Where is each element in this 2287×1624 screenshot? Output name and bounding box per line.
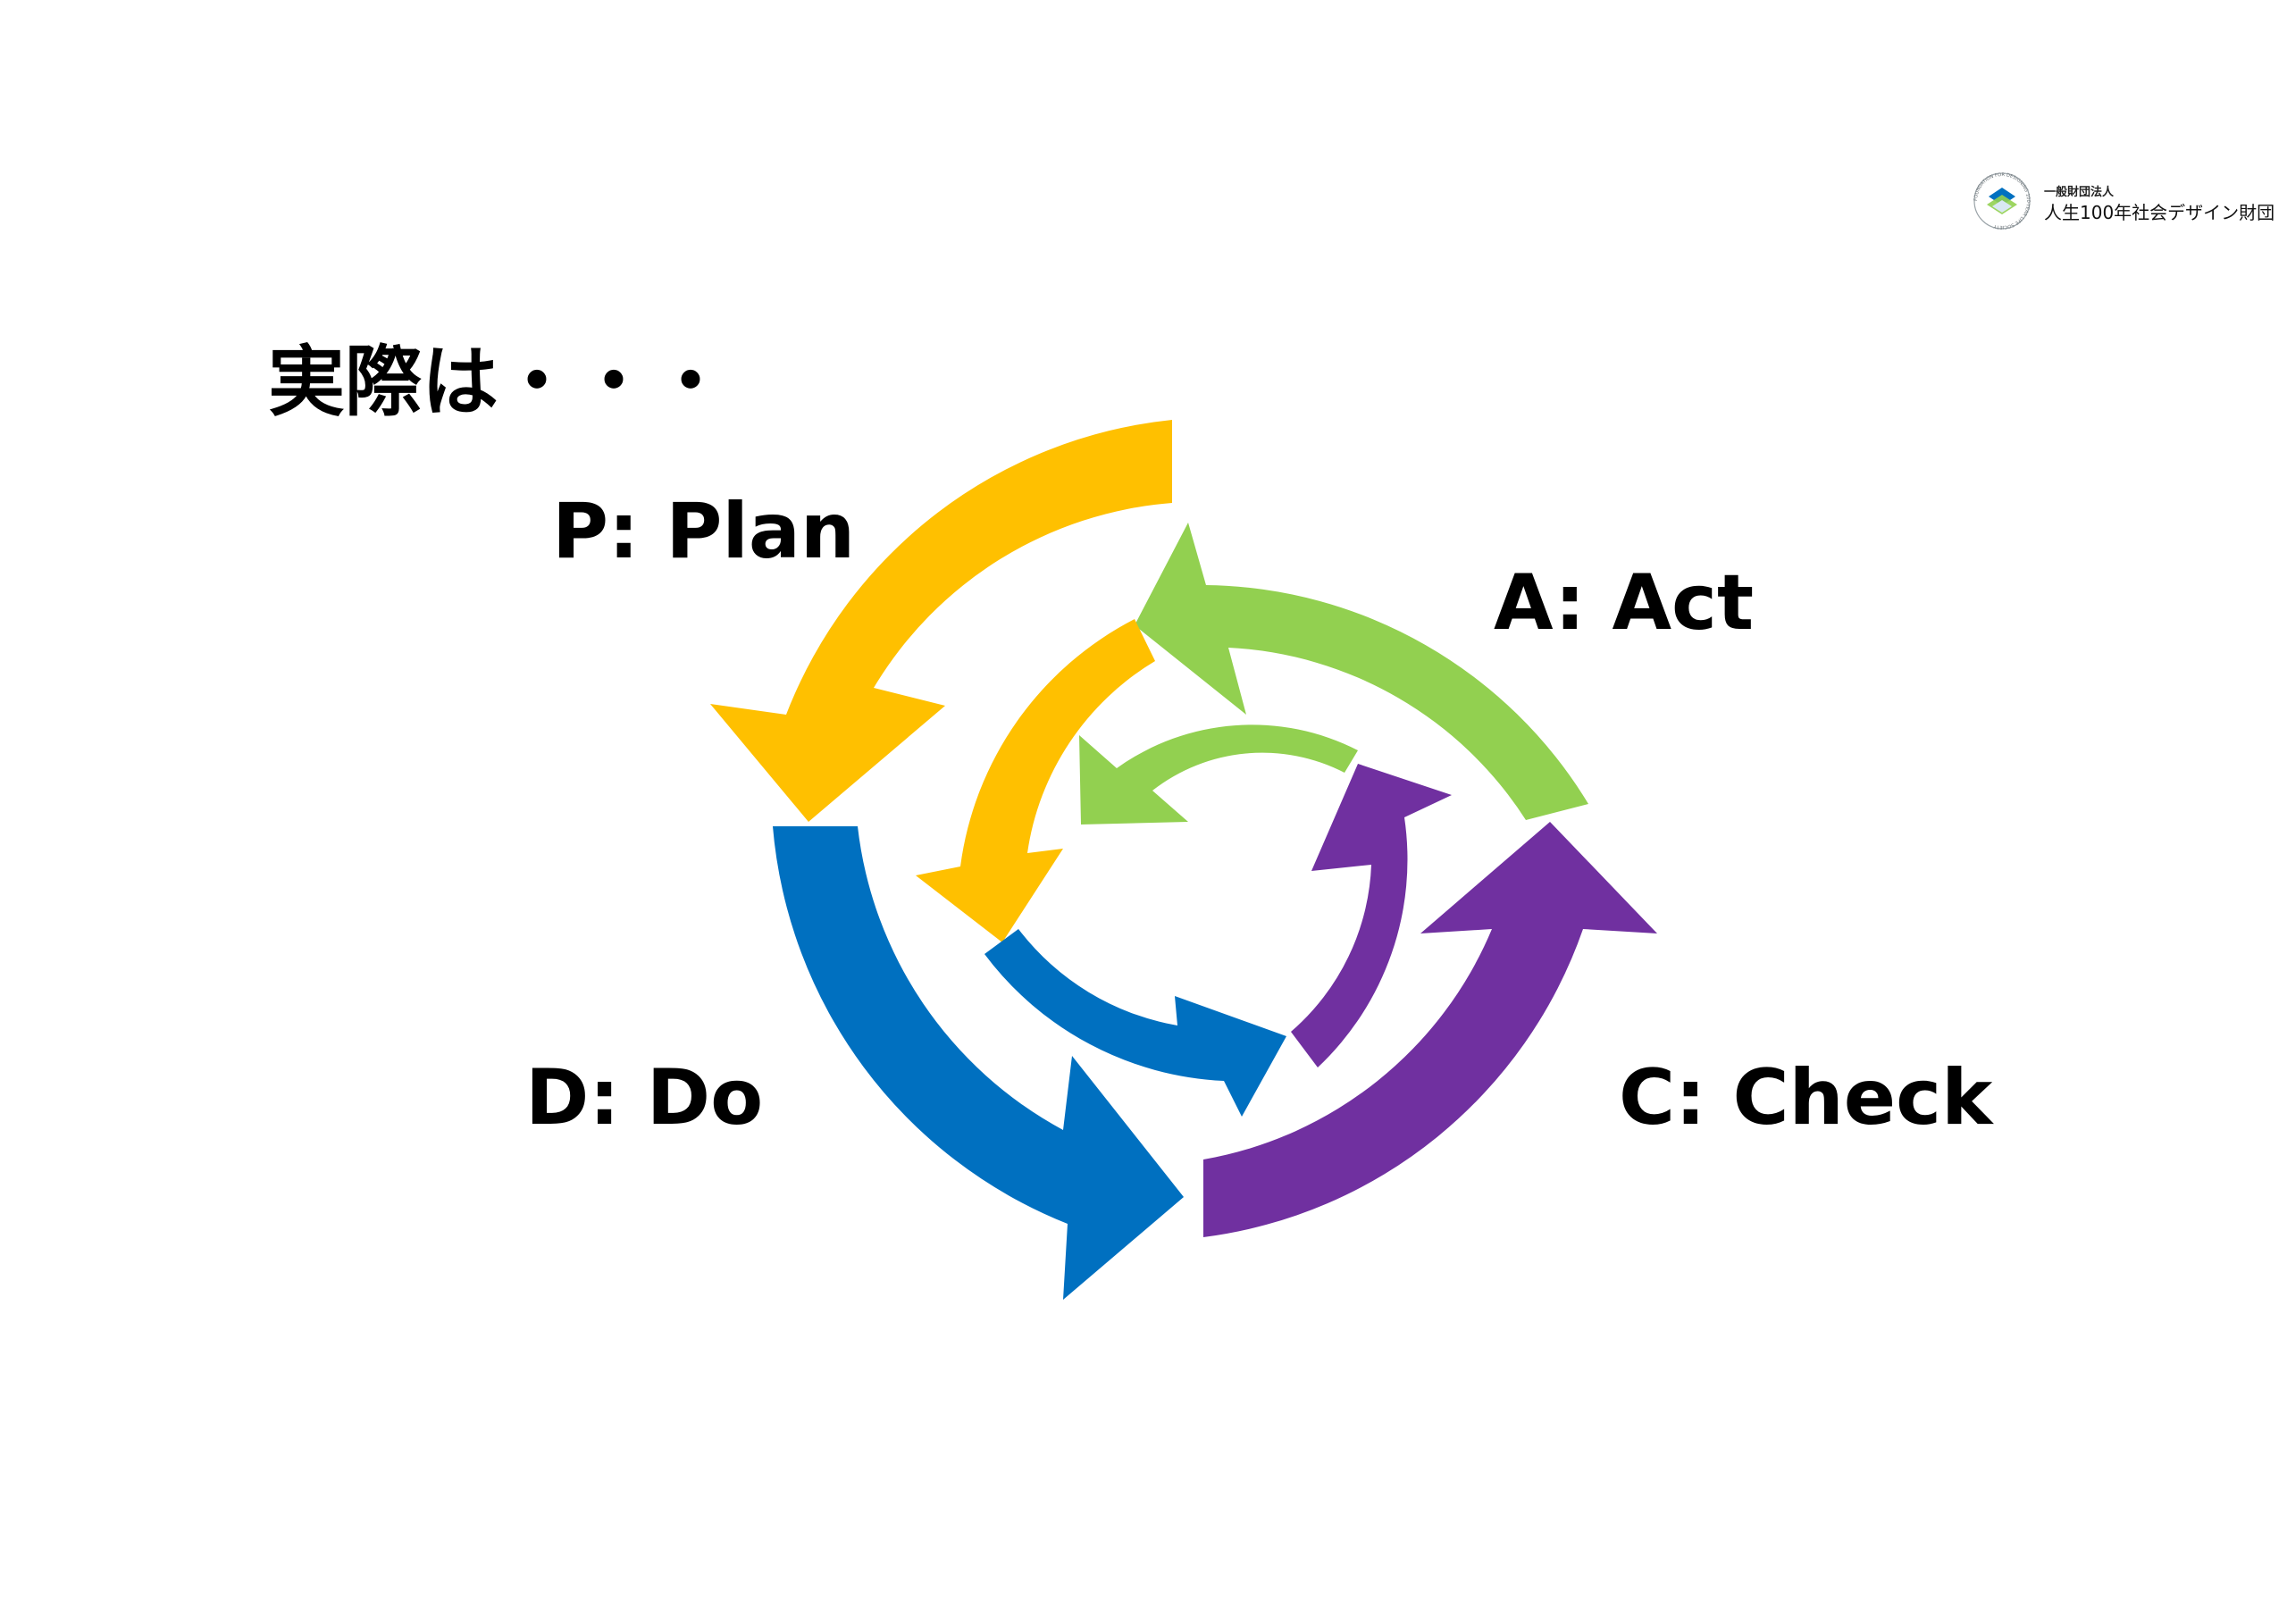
inner-act-arrow xyxy=(1079,724,1358,825)
slide-title: 実際は・・・ xyxy=(268,338,729,427)
inner-plan-arrow xyxy=(916,619,1155,942)
outer-do-arrow xyxy=(773,826,1184,1300)
outer-act-arrow xyxy=(1135,523,1588,820)
logo-name: 人生100年社会デザイン財団 xyxy=(2044,202,2275,223)
label-check: C: Check xyxy=(1619,1053,1993,1143)
label-do: D: Do xyxy=(525,1053,764,1143)
logo-subtitle: 一般財団法人 xyxy=(2044,186,2115,199)
outer-plan-arrow xyxy=(710,420,1172,822)
label-plan: P: Plan xyxy=(552,487,856,576)
outer-check-arrow xyxy=(1203,822,1657,1237)
foundation-emblem-icon: FOUNDATION FOR DESIGNING 100-YEAR LIFE S… xyxy=(1973,172,2031,230)
inner-check-arrow xyxy=(1291,764,1452,1067)
label-act: A: Act xyxy=(1494,558,1755,648)
inner-do-arrow xyxy=(984,929,1286,1117)
foundation-logo: FOUNDATION FOR DESIGNING 100-YEAR LIFE S… xyxy=(1971,170,2287,232)
